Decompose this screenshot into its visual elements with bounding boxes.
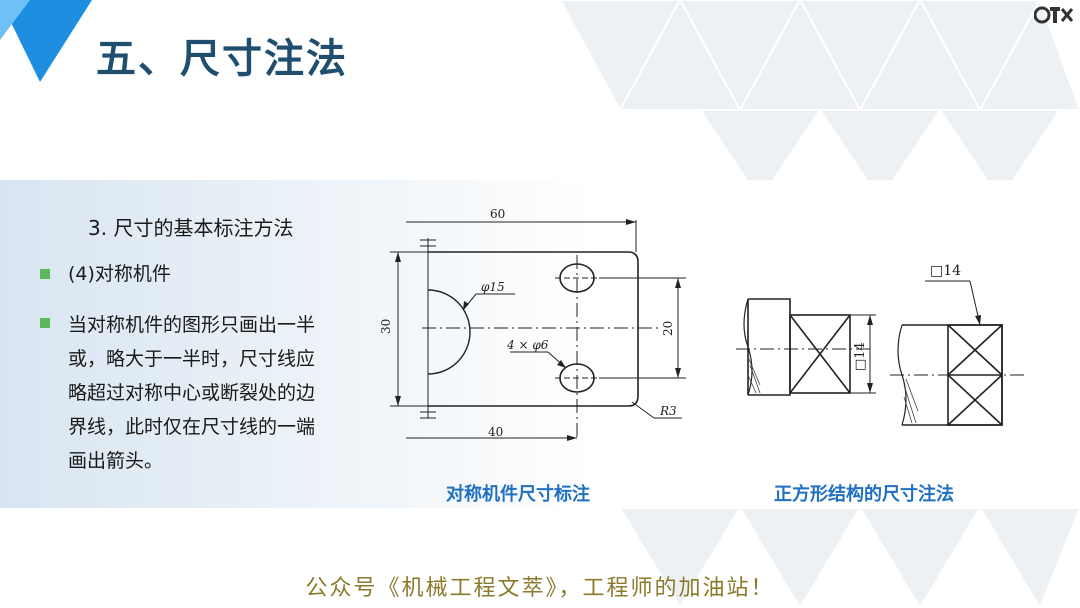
dim-60: 60 xyxy=(490,207,505,221)
dim-40: 40 xyxy=(488,425,503,439)
bullet-paragraph: 当对称机件的图形只画出一半 或，略大于一半时，尺寸线应 略超过对称中心或断裂处的… xyxy=(68,308,315,478)
corner-decoration xyxy=(0,0,92,82)
caption-square: 正方形结构的尺寸注法 xyxy=(774,484,954,505)
content-panel xyxy=(0,180,1080,508)
square-structure-drawing: □14 □14 xyxy=(736,263,1026,426)
dim-r3: R3 xyxy=(659,404,677,418)
bullet-text: (4)对称机件 xyxy=(68,263,171,285)
page-title: 五、尺寸注法 xyxy=(96,36,348,82)
logo-icon xyxy=(1034,6,1074,24)
dim-square-14-left: □14 xyxy=(853,342,868,371)
bullet-marker xyxy=(40,318,50,328)
paragraph-line: 或，略大于一半时，尺寸线应 xyxy=(68,348,316,370)
dim-20: 20 xyxy=(661,321,675,336)
section-heading: 3. 尺寸的基本标注方法 xyxy=(88,216,294,240)
bullet-marker xyxy=(40,269,50,279)
symmetric-part-drawing: 60 30 20 40 φ15 4 × φ6 R3 xyxy=(379,207,686,441)
dim-square-14-top: □14 xyxy=(930,263,961,279)
dim-phi15: φ15 xyxy=(481,280,505,294)
caption-symmetric: 对称机件尺寸标注 xyxy=(446,484,590,505)
paragraph-line: 界线，此时仅在尺寸线的一端 xyxy=(68,416,316,438)
dim-holes: 4 × φ6 xyxy=(506,338,549,352)
paragraph-line: 当对称机件的图形只画出一半 xyxy=(68,314,316,336)
paragraph-line: 画出箭头。 xyxy=(68,450,164,472)
footer-banner: 公众号《机械工程文萃》，工程师的加油站！ xyxy=(305,576,775,601)
paragraph-line: 略超过对称中心或断裂处的边 xyxy=(68,382,316,404)
dim-30: 30 xyxy=(379,319,393,334)
